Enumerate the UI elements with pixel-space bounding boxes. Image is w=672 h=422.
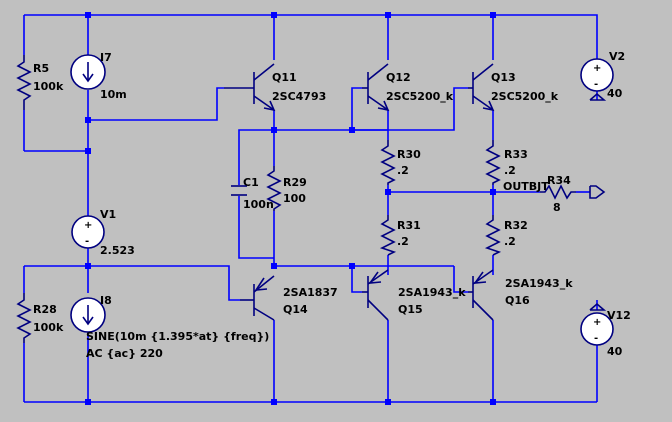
svg-text:R28: R28 bbox=[33, 303, 57, 316]
resistor-R28: R28 100k bbox=[16, 293, 64, 343]
svg-text:V12: V12 bbox=[607, 309, 631, 322]
svg-text:2SA1943_k: 2SA1943_k bbox=[505, 277, 573, 290]
svg-text:I7: I7 bbox=[100, 51, 112, 64]
capacitor-C1: C1 100n bbox=[231, 176, 274, 211]
svg-text:100k: 100k bbox=[33, 80, 64, 93]
net-label-outbjt: OUTBJT bbox=[503, 180, 606, 199]
svg-text:SINE(10m {1.395*at} {freq}): SINE(10m {1.395*at} {freq}) bbox=[86, 330, 269, 343]
svg-text:R31: R31 bbox=[397, 219, 421, 232]
svg-text:.2: .2 bbox=[397, 164, 409, 177]
svg-text:R32: R32 bbox=[504, 219, 528, 232]
svg-text:-: - bbox=[85, 236, 89, 247]
svg-text:2.523: 2.523 bbox=[100, 244, 135, 257]
svg-text:.2: .2 bbox=[504, 164, 516, 177]
svg-text:R30: R30 bbox=[397, 148, 421, 161]
resistor-R31: R31 .2 bbox=[379, 215, 421, 256]
svg-text:Q13: Q13 bbox=[491, 71, 516, 84]
svg-text:R34: R34 bbox=[547, 174, 571, 187]
svg-text:+: + bbox=[593, 317, 601, 328]
svg-text:R29: R29 bbox=[283, 176, 307, 189]
svg-text:R33: R33 bbox=[504, 148, 528, 161]
svg-text:-: - bbox=[594, 79, 598, 90]
resistor-R32: R32 .2 bbox=[484, 215, 528, 256]
svg-text:V1: V1 bbox=[100, 208, 116, 221]
svg-text:100k: 100k bbox=[33, 321, 64, 334]
resistor-R34: R34 8 bbox=[540, 174, 576, 214]
svg-text:40: 40 bbox=[607, 345, 623, 358]
svg-text:I8: I8 bbox=[100, 294, 112, 307]
svg-text:OUTBJT: OUTBJT bbox=[503, 180, 549, 193]
svg-text:Q14: Q14 bbox=[283, 303, 308, 316]
svg-text:C1: C1 bbox=[243, 176, 259, 189]
transistor-Q13: Q13 2SC5200_k bbox=[468, 63, 559, 112]
svg-text:.2: .2 bbox=[397, 235, 409, 248]
resistor-R30: R30 .2 bbox=[380, 140, 421, 185]
resistor-R33: R33 .2 bbox=[485, 140, 528, 185]
transistor-Q16: 2SA1943_k Q16 bbox=[468, 269, 573, 321]
svg-text:Q15: Q15 bbox=[398, 303, 423, 316]
svg-text:+: + bbox=[84, 220, 92, 231]
svg-text:2SC5200_k: 2SC5200_k bbox=[491, 90, 559, 103]
svg-text:+: + bbox=[593, 63, 601, 74]
svg-text:V2: V2 bbox=[609, 50, 625, 63]
svg-text:-: - bbox=[594, 333, 598, 344]
svg-text:10m: 10m bbox=[100, 88, 127, 101]
current-source-I8: I8 SINE(10m {1.395*at} {freq}) AC {ac} 2… bbox=[70, 294, 269, 360]
voltage-source-V1: + - V1 2.523 bbox=[71, 208, 135, 257]
svg-text:Q16: Q16 bbox=[505, 294, 530, 307]
svg-text:100: 100 bbox=[283, 192, 306, 205]
voltage-source-V12: + - V12 40 bbox=[580, 302, 631, 358]
resistor-R5: R5 100k bbox=[16, 55, 64, 110]
resistor-R29: R29 100 bbox=[266, 166, 307, 211]
svg-text:2SC4793: 2SC4793 bbox=[272, 90, 326, 103]
voltage-source-V2: + - V2 40 bbox=[580, 50, 625, 101]
svg-text:40: 40 bbox=[607, 87, 623, 100]
svg-text:100n: 100n bbox=[243, 198, 274, 211]
transistor-Q11: Q11 2SC4793 bbox=[224, 63, 326, 112]
svg-text:2SA1943_k: 2SA1943_k bbox=[398, 286, 466, 299]
wires bbox=[23, 14, 598, 403]
svg-text:.2: .2 bbox=[504, 235, 516, 248]
current-source-I7: I7 10m bbox=[70, 51, 127, 101]
svg-text:AC {ac} 220: AC {ac} 220 bbox=[86, 347, 163, 360]
svg-text:R5: R5 bbox=[33, 62, 49, 75]
junctions bbox=[85, 12, 496, 405]
svg-text:Q11: Q11 bbox=[272, 71, 297, 84]
transistor-Q12: Q12 2SC5200_k bbox=[362, 63, 454, 112]
transistor-Q15: 2SA1943_k Q15 bbox=[362, 269, 466, 321]
svg-text:8: 8 bbox=[553, 201, 561, 214]
svg-text:Q12: Q12 bbox=[386, 71, 411, 84]
svg-text:2SA1837: 2SA1837 bbox=[283, 286, 338, 299]
transistor-Q14: 2SA1837 Q14 bbox=[240, 275, 338, 321]
svg-text:2SC5200_k: 2SC5200_k bbox=[386, 90, 454, 103]
